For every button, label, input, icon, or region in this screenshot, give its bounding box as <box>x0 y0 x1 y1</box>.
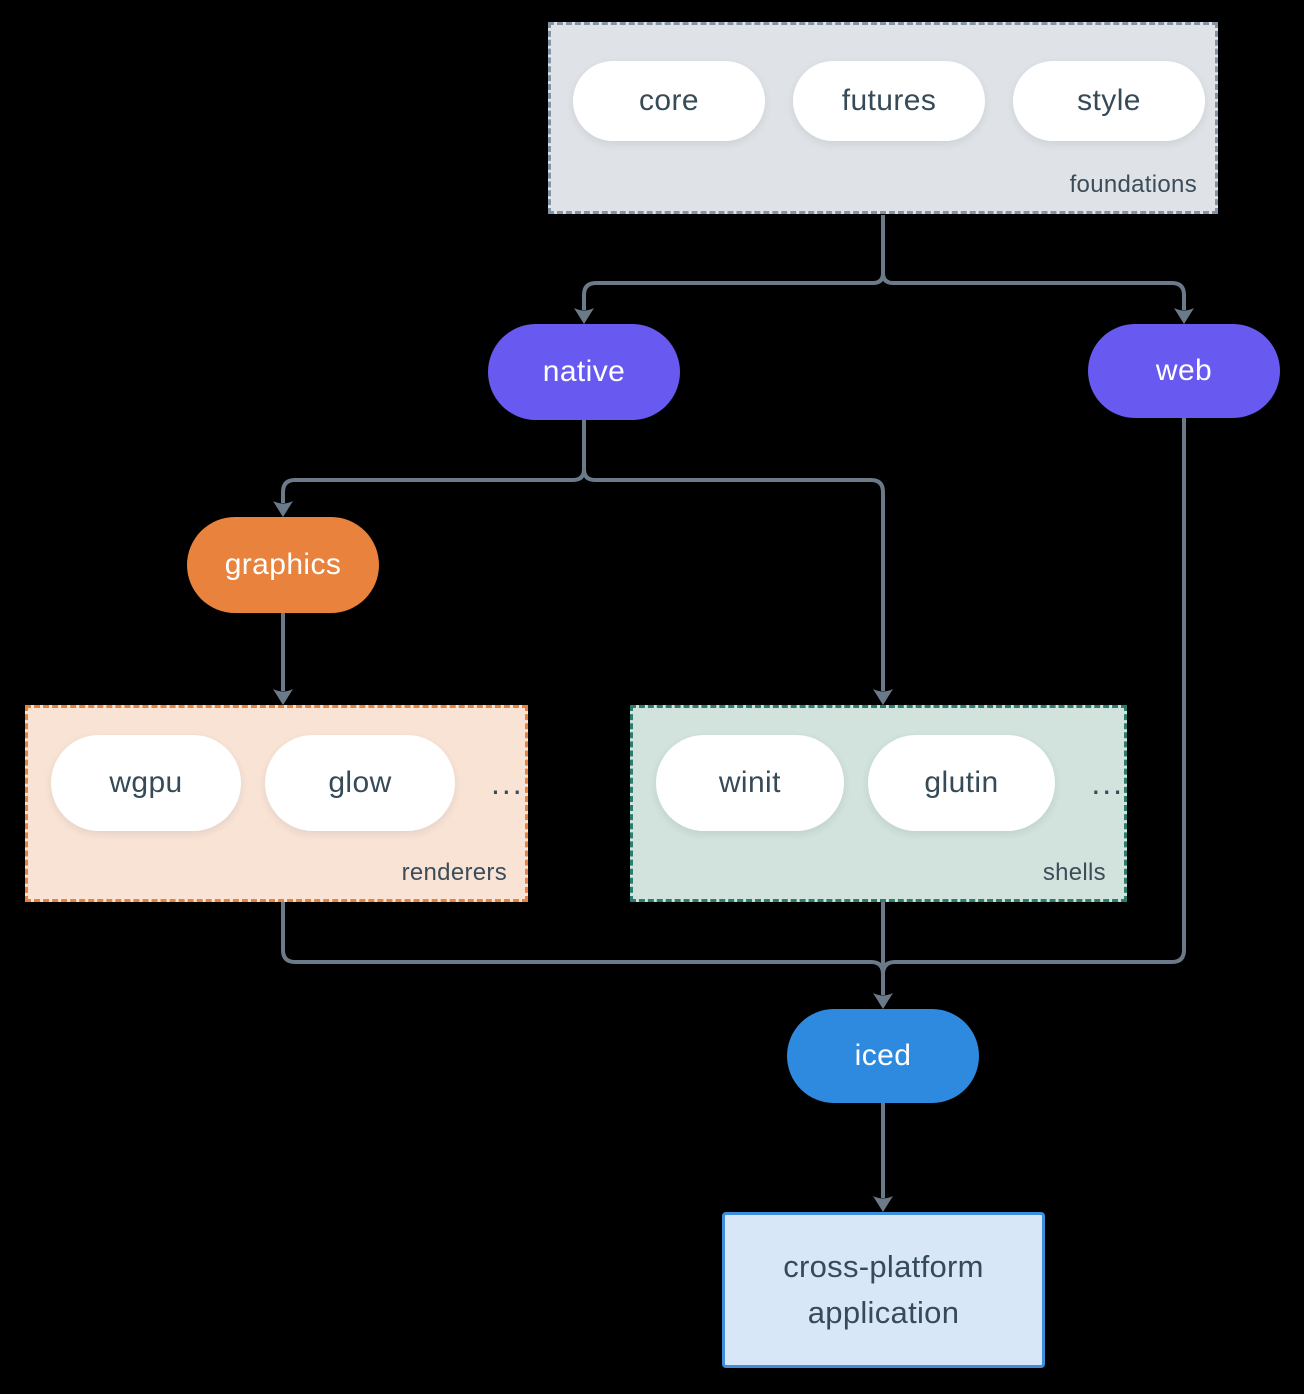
foundations-pill-row: core futures style <box>551 61 1215 141</box>
arrowhead-application-icon <box>873 1196 893 1212</box>
node-graphics: graphics <box>187 517 379 613</box>
node-iced: iced <box>787 1009 979 1103</box>
pill-futures: futures <box>793 61 985 141</box>
arrowhead-graphics-icon <box>273 501 293 517</box>
shells-ellipsis: ... <box>1091 764 1124 801</box>
pill-glutin: glutin <box>867 735 1056 831</box>
application-line-2: application <box>807 1295 960 1330</box>
arrowhead-web-icon <box>1174 308 1194 324</box>
arrowhead-native-icon <box>574 308 594 324</box>
group-label-shells: shells <box>1042 859 1106 886</box>
node-native: native <box>488 324 680 420</box>
edge-native-shells <box>582 420 885 691</box>
renderers-pill-row: wgpu glow ... <box>28 735 525 831</box>
group-label-renderers: renderers <box>401 859 507 886</box>
shells-pill-row: winit glutin ... <box>633 735 1124 831</box>
arrowhead-renderers-icon <box>273 689 293 705</box>
group-renderers: wgpu glow ... renderers <box>25 705 528 902</box>
arrowhead-iced-icon <box>873 993 893 1009</box>
edge-native-graphics <box>281 420 586 503</box>
application-line-1: cross-platform <box>783 1248 984 1284</box>
pill-winit: winit <box>656 735 844 831</box>
group-shells: winit glutin ... shells <box>630 705 1127 902</box>
node-web: web <box>1088 324 1280 418</box>
group-label-foundations: foundations <box>1069 171 1197 198</box>
pill-wgpu: wgpu <box>51 735 241 831</box>
edge-foundations-web <box>881 215 1186 310</box>
edge-foundations-native <box>582 215 885 310</box>
pill-style: style <box>1013 61 1205 141</box>
edge-renderers-iced <box>281 902 885 975</box>
node-cross-platform-application: cross-platform application <box>722 1212 1045 1368</box>
group-foundations: core futures style foundations <box>548 22 1218 214</box>
pill-glow: glow <box>265 735 455 831</box>
arrowhead-shells-icon <box>873 689 893 705</box>
renderers-ellipsis: ... <box>491 764 524 801</box>
pill-core: core <box>573 61 765 141</box>
